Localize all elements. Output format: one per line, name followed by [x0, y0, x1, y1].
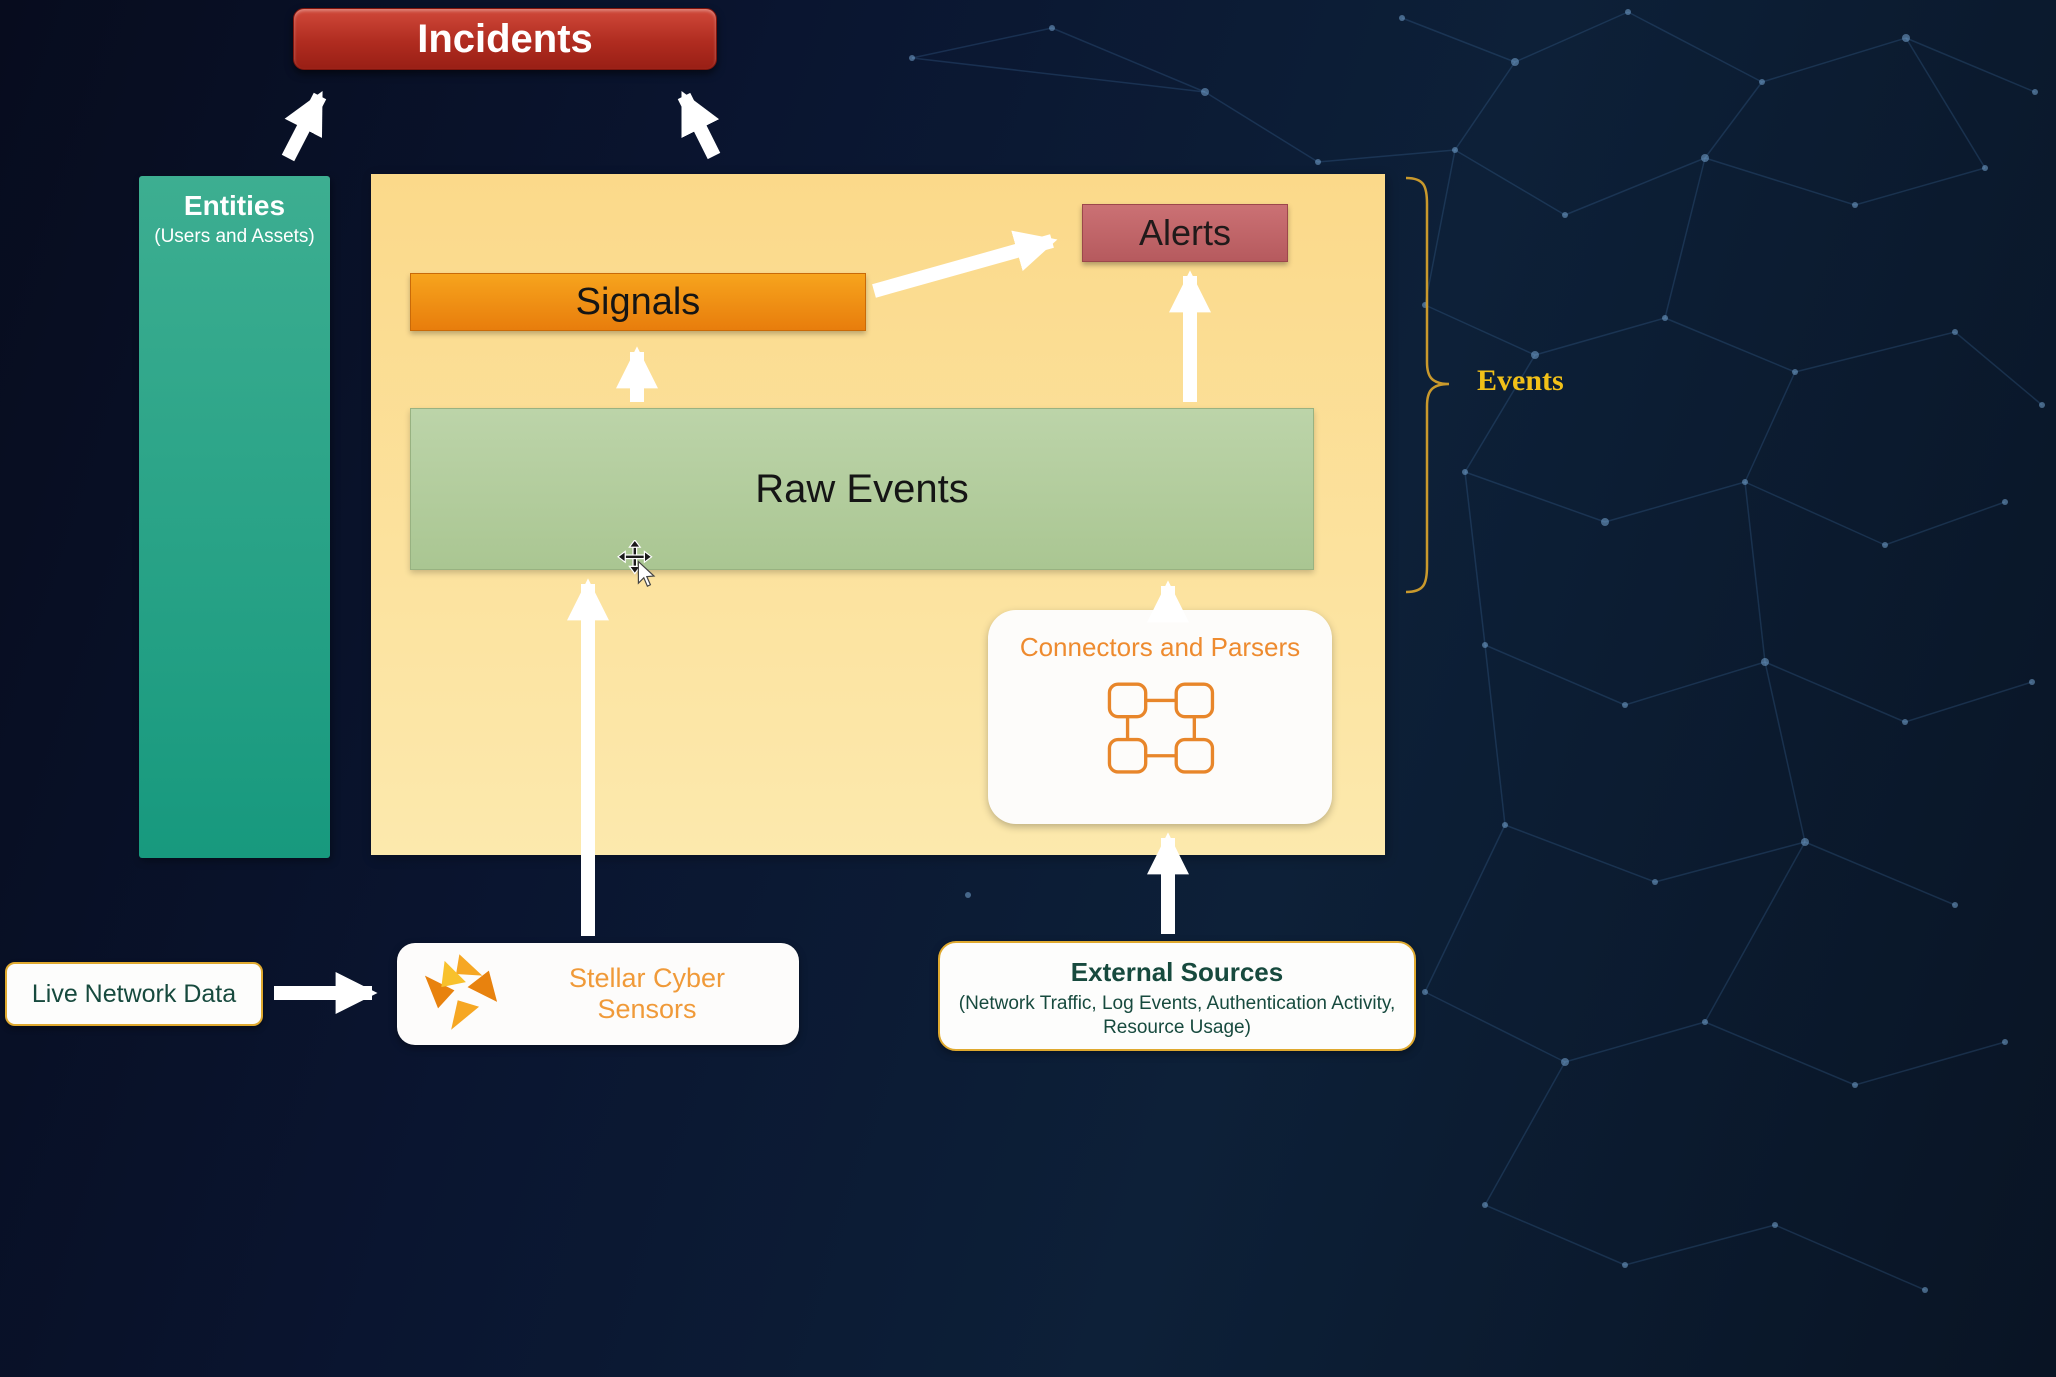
stellar-cyber-sensors-box[interactable]: Stellar Cyber Sensors [397, 943, 799, 1045]
external-sources-subtitle: (Network Traffic, Log Events, Authentica… [958, 993, 1396, 1038]
alerts-box[interactable]: Alerts [1082, 204, 1288, 262]
live-network-data-label: Live Network Data [31, 979, 237, 1008]
external-sources-title: External Sources [1070, 957, 1284, 987]
stellar-cyber-logo-icon [419, 951, 503, 1038]
incidents-label: Incidents [417, 16, 593, 61]
entities-subtitle: (Users and Assets) [154, 226, 315, 247]
entities-box[interactable]: Entities (Users and Assets) [139, 176, 330, 858]
incidents-box[interactable]: Incidents [293, 8, 717, 70]
entities-title: Entities [183, 190, 286, 221]
network-nodes-icon [988, 671, 1332, 794]
alerts-label: Alerts [1138, 212, 1232, 253]
connectors-parsers-box[interactable]: Connectors and Parsers [988, 610, 1332, 824]
signals-box[interactable]: Signals [410, 273, 866, 331]
stellar-cyber-sensors-label: Stellar Cyber Sensors [568, 963, 726, 1024]
connectors-parsers-label: Connectors and Parsers [1019, 632, 1301, 662]
raw-events-label: Raw Events [755, 466, 969, 511]
signals-label: Signals [575, 280, 701, 323]
arrow-entities-to-incidents [281, 91, 327, 162]
external-sources-box[interactable]: External Sources (Network Traffic, Log E… [938, 941, 1416, 1051]
events-brace-label: Events [1477, 364, 1564, 397]
raw-events-box[interactable]: Raw Events [410, 408, 1314, 570]
arrow-events-to-incidents [677, 90, 721, 160]
live-network-data-box[interactable]: Live Network Data [5, 962, 263, 1026]
